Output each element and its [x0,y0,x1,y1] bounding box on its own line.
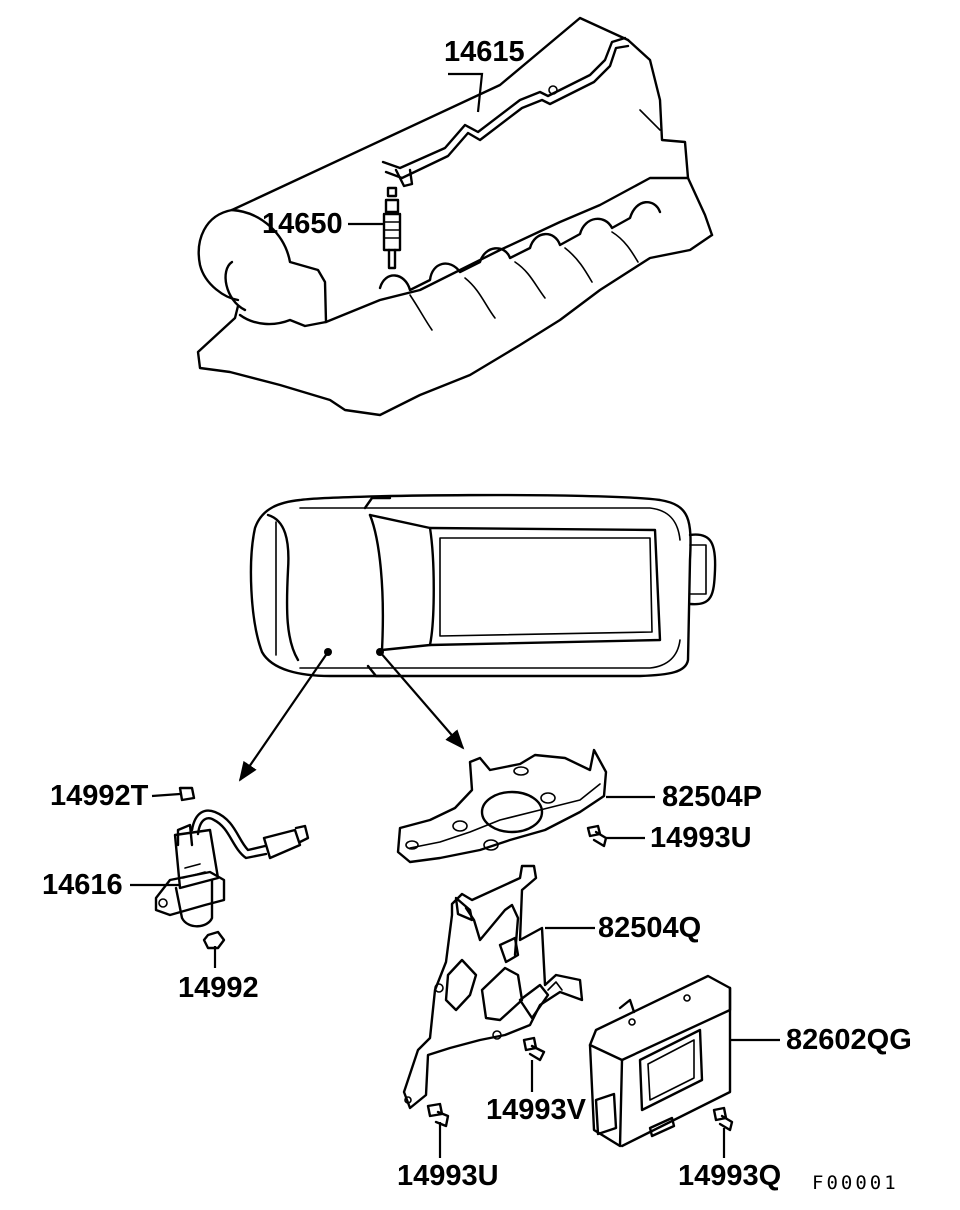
control-unit-illustration [588,974,734,1148]
part-label-14993V: 14993V [486,1094,586,1126]
arrow-to-relay [238,651,329,782]
bracket-82504P-illustration [396,748,608,864]
part-label-14992: 14992 [178,972,259,1004]
glow-relay-illustration [154,786,310,950]
bracket-82504Q-illustration [402,864,584,1128]
part-label-14993Q: 14993Q [678,1160,782,1192]
part-label-14992T: 14992T [50,780,149,812]
vehicle-top-view-illustration [249,493,717,678]
part-label-82504P: 82504P [662,781,762,813]
engine-head-illustration [196,16,714,417]
leader-lines [130,72,780,1158]
part-label-14993U-top: 14993U [650,822,752,854]
arrow-to-bracket [379,651,465,750]
part-label-14993U-bottom: 14993U [397,1160,499,1192]
part-label-14615: 14615 [444,36,525,68]
part-label-14616: 14616 [42,869,123,901]
figure-code: F00001 [812,1172,899,1194]
part-label-82602QG: 82602QG [786,1024,912,1056]
part-label-14650: 14650 [262,208,343,240]
part-label-82504Q: 82504Q [598,912,702,944]
